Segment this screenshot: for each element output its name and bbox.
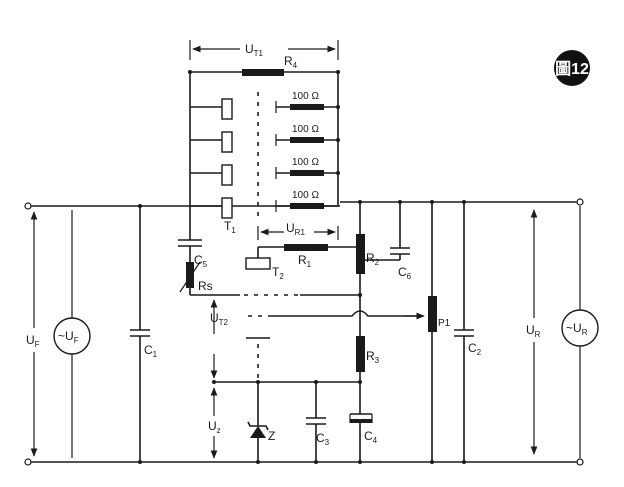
resistor-100-label-c: 100 Ω [292, 157, 319, 168]
source-uf [53, 210, 91, 458]
potentiometer-p1 [428, 200, 437, 464]
terminal-in-top [24, 202, 32, 210]
resistor-100-label-a: 100 Ω [292, 91, 319, 102]
resistor-100-label-d: 100 Ω [292, 190, 319, 201]
uf-label: UF [26, 333, 40, 349]
t1-label: T1 [224, 219, 236, 235]
transistor-t1-b [221, 131, 233, 153]
r4-label: R4 [284, 54, 298, 70]
resistor-r3 [356, 336, 365, 372]
t2-label: T2 [272, 265, 284, 281]
r1-branch [257, 244, 362, 258]
resistor-rs [186, 262, 194, 288]
resistor-r1 [284, 244, 328, 251]
resistor-r2 [356, 234, 365, 274]
c6-branch [358, 200, 410, 262]
terminal-out-top [576, 198, 584, 206]
c2-label: C2 [468, 341, 482, 357]
c1-label: C1 [144, 343, 158, 359]
ut1-dimension [189, 40, 339, 60]
zener-z [247, 382, 269, 464]
source-ur [561, 206, 599, 458]
ur1-label: UR1 [286, 221, 305, 237]
divider-chain [356, 200, 365, 414]
ur1-dimension [257, 226, 339, 240]
r3-label: R3 [366, 349, 380, 365]
resistor-100-d [290, 203, 324, 209]
transistor-array-t1 [221, 98, 233, 219]
p1-label: P1 [438, 318, 451, 329]
resistor-r4 [242, 69, 284, 76]
resistor-100-c [290, 170, 324, 176]
transistor-t2 [245, 257, 271, 270]
source-ur-label: ~UR [566, 321, 588, 337]
r4-branch [188, 69, 340, 76]
transistor-t1-d [221, 197, 233, 219]
transistor-t1-a [221, 98, 233, 120]
rs-label: Rs [198, 279, 213, 293]
c3-label: C3 [316, 431, 330, 447]
c4-label: C4 [364, 429, 378, 445]
c4-branch [349, 413, 373, 464]
uz-label: Uz [208, 419, 221, 435]
ur-label: UR [526, 323, 541, 339]
resistor-100-label-b: 100 Ω [292, 124, 319, 135]
transistor-t1-c [221, 164, 233, 186]
resistor-100-b [290, 137, 324, 143]
c2-branch [454, 200, 474, 464]
z-label: Z [268, 429, 275, 443]
c6-label: C6 [398, 265, 412, 281]
r1-label: R1 [298, 253, 312, 269]
emitter-resistors [275, 72, 340, 212]
figure-badge: 圖12 [554, 50, 590, 86]
c1-branch [130, 204, 150, 464]
terminal-out-bottom [576, 458, 584, 466]
figure-badge-text: 圖12 [555, 60, 589, 78]
ut1-label: UT1 [245, 42, 264, 58]
c5-rs-branch [178, 239, 240, 296]
source-uf-label: ~UF [58, 329, 79, 345]
r2-label: R2 [366, 251, 380, 267]
resistor-100-a [290, 104, 324, 110]
reference-bus [212, 380, 362, 384]
ut2-label: UT2 [210, 311, 229, 327]
terminal-in-bottom [24, 458, 32, 466]
c3-branch [306, 382, 326, 464]
wiper-wire [272, 310, 420, 317]
c5-label: C5 [194, 253, 208, 269]
collector-bus [189, 72, 222, 240]
